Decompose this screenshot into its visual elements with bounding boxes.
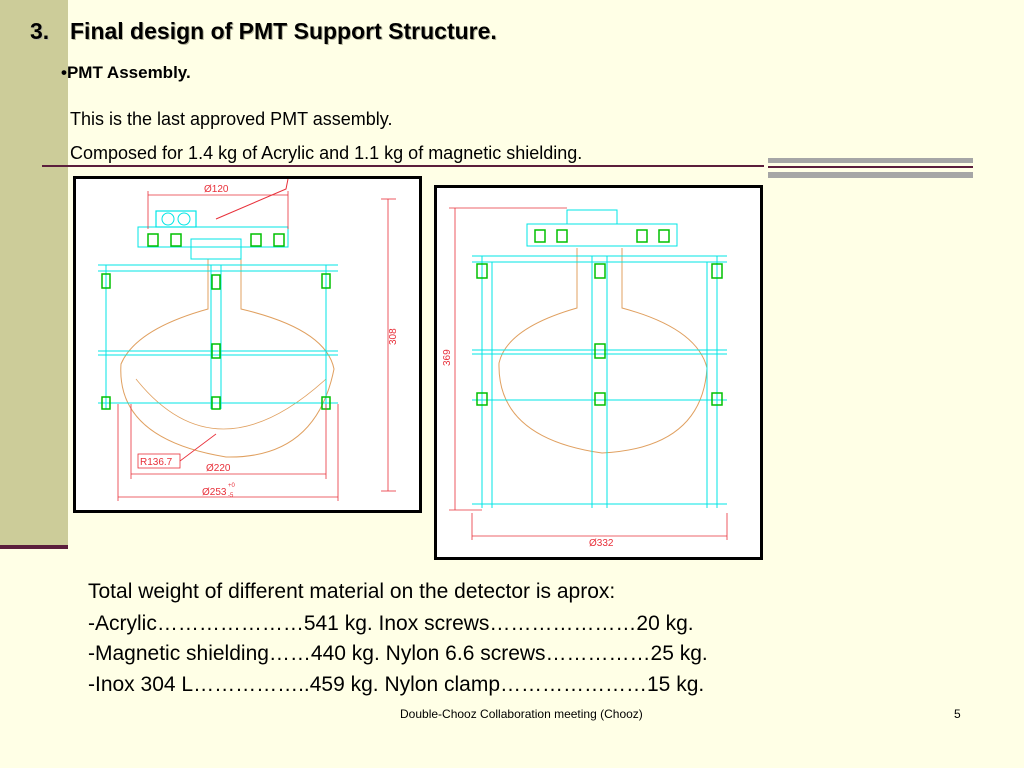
title-text: Final design of PMT Support Structure. [70,18,497,44]
bullet-pmt-assembly: •PMT Assembly. [61,63,191,82]
weight-row-2: -Magnetic shielding……440 kg. Nylon 6.6 s… [88,642,708,665]
divider-accent-top [768,158,973,163]
weight-row-3: -Inox 304 L……………..459 kg. Nylon clamp………… [88,673,705,696]
dim-radius-label: R136.7 [140,457,173,468]
divider-accent-middle [768,166,973,168]
pmt-head-body-2 [566,209,618,225]
dim-width-label-2: Ø332 [589,538,614,549]
dim-height-label: 308 [388,328,399,345]
pmt-head-circle-left [161,212,175,226]
slide-title: 3. Final design of PMT Support Structure. [30,18,497,45]
pmt-bulb-arc [135,378,327,430]
sidebar-rule [0,545,68,549]
dimension-lines-2 [449,207,728,540]
dim-inner-label: Ø220 [206,463,231,474]
support-frame-2 [472,223,727,508]
title-number: 3. [30,18,50,44]
body-line-1: This is the last approved PMT assembly. [70,109,393,129]
dimension-lines [117,191,396,501]
leader-line [215,179,289,220]
dim-outer-tolerance-upper: +0 [228,483,236,489]
fasteners-2 [476,229,723,406]
divider-accent-bottom [768,172,973,178]
sidebar-band [0,0,68,548]
weight-row-1: -Acrylic…………………541 kg. Inox screws………………… [88,612,694,635]
slide-footer: Double-Chooz Collaboration meeting (Choo… [400,707,643,721]
pmt-drawing-2-svg: 369 Ø332 [442,207,728,549]
pmt-bulb-outline [120,259,335,458]
fasteners [101,233,331,410]
dim-top-label: Ø120 [204,184,229,195]
dim-height-label-2: 369 [442,349,453,366]
body-line-2: Composed for 1.4 kg of Acrylic and 1.1 k… [70,143,583,163]
pmt-drawing-side-view: Ø120 308 R136.7 Ø220 Ø253 +0 -5 [73,176,422,513]
page-number: 5 [954,707,961,721]
support-frame [98,226,338,409]
dim-outer-tolerance-lower: -5 [228,493,234,499]
dim-outer-label: Ø253 [202,487,227,498]
pmt-drawing-frame-view: 369 Ø332 [434,185,763,560]
pmt-drawing-1-svg: Ø120 308 R136.7 Ø220 Ø253 +0 -5 [98,179,399,501]
divider-rule [42,165,764,167]
pmt-bulb-outline-2 [498,248,708,454]
weights-heading: Total weight of different material on th… [88,580,616,603]
pmt-head-circle-right [177,212,191,226]
